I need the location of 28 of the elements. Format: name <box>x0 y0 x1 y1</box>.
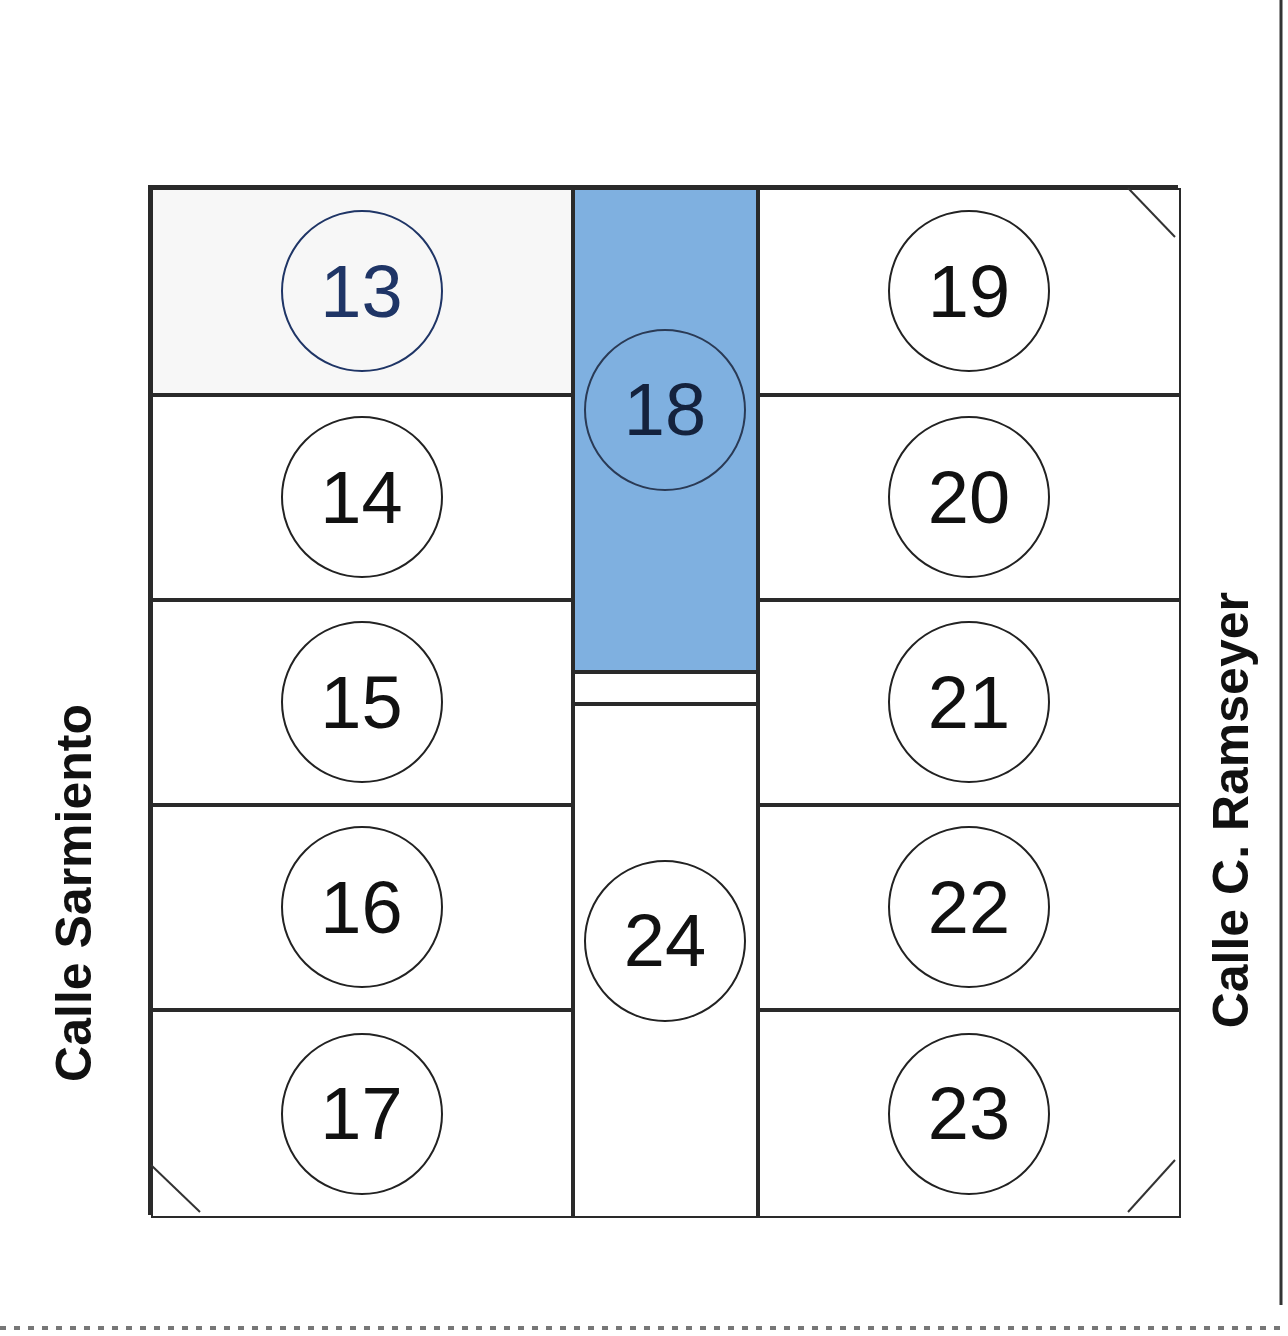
plot <box>573 704 758 1218</box>
plot-number: 15 <box>280 621 443 783</box>
plot <box>758 188 1181 395</box>
plot-number: 24 <box>584 859 746 1022</box>
plot-number: 19 <box>888 210 1050 372</box>
plot-number: 21 <box>888 621 1050 783</box>
plot <box>758 600 1181 805</box>
street-name: Calle C. Ramseyer <box>1202 592 1260 1029</box>
plot-number: 18 <box>584 328 746 491</box>
plot <box>758 1010 1181 1218</box>
street-name: Calle Sarmiento <box>45 704 103 1082</box>
plot-number: 17 <box>280 1032 443 1195</box>
plot-number: 14 <box>280 416 443 578</box>
plot-number: 13 <box>280 210 443 372</box>
empty-strip <box>573 672 758 704</box>
plot-number: 20 <box>888 416 1050 578</box>
plot <box>758 395 1181 600</box>
plot <box>573 188 758 672</box>
plot <box>151 395 573 600</box>
plot-number: 23 <box>888 1032 1050 1195</box>
plot <box>151 600 573 805</box>
plot <box>151 188 573 395</box>
plot <box>758 805 1181 1010</box>
plot-number: 22 <box>888 826 1050 988</box>
block-outline <box>148 185 1178 1215</box>
plot-number: 16 <box>280 826 443 988</box>
plot <box>151 805 573 1010</box>
plot <box>151 1010 573 1218</box>
